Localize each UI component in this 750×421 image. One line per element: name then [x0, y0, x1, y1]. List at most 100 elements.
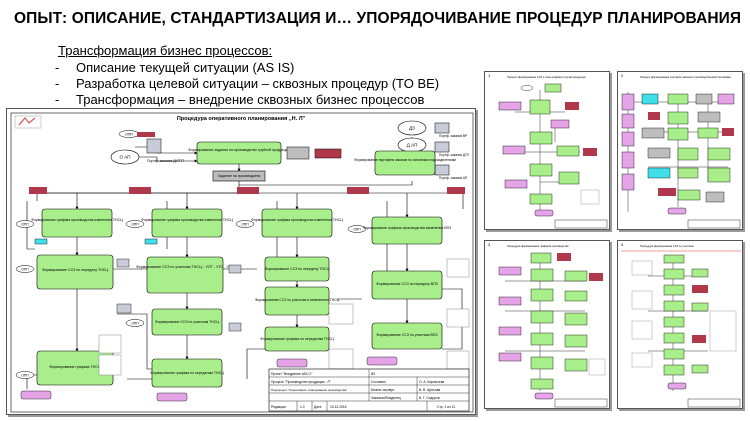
svg-text:Подпроцесс "Оперативное планир: Подпроцесс "Оперативное планирование про… — [271, 388, 347, 392]
bullet-text: Описание текущей ситуации (AS IS) — [76, 60, 295, 75]
white-doc-c2 — [98, 334, 122, 354]
company-logo-icon — [14, 115, 42, 129]
svg-text:ОПП: ОПП — [125, 133, 133, 137]
svg-text:Дата: Дата — [314, 405, 321, 409]
node-f2-label: Формирование графика по переделам ТНСЦ — [150, 371, 224, 375]
white-doc-c4b — [446, 308, 470, 328]
node-c4-label: Формирование графика производства измене… — [363, 226, 452, 230]
node-c4 — [371, 216, 443, 245]
bullet-text: Разработка целевой ситуации – сквозных п… — [76, 76, 440, 91]
svg-text:Проект "Внедрение ASU 2": Проект "Внедрение ASU 2" — [271, 372, 313, 376]
svg-text:ОПП: ОПП — [131, 322, 139, 326]
main-process-diagram: Процедура оперативного планирования „Н. … — [6, 108, 476, 415]
node-d4 — [371, 270, 443, 300]
svg-text:Редакция: Редакция — [271, 405, 286, 409]
node-d4-label: Формирование ССЗ по переделу ВПЗ — [376, 282, 438, 286]
node-e2 — [264, 286, 330, 316]
oval-opp-c2: ОПП — [125, 220, 145, 228]
svg-text:Процедура формирования графико: Процедура формирования графиков производ… — [507, 244, 569, 248]
svg-text:В. В. Щеткова: В. В. Щеткова — [419, 388, 440, 392]
svg-text:ДЗ: ДЗ — [409, 126, 415, 131]
thumbnail-diagram-4: 4 Процедура формирования ССЗ по участкам — [617, 240, 743, 409]
bullet-text: Трансформация – внедрение сквозных бизне… — [76, 92, 425, 107]
doc-stack-2 — [434, 122, 450, 134]
svg-text:1.0: 1.0 — [300, 405, 305, 409]
svg-text:Процедура формирования ССЗ по: Процедура формирования ССЗ по участкам — [640, 244, 694, 248]
node-c3 — [261, 208, 333, 238]
node-f4-label: Формирование ССЗ по участкам ВПЗ — [376, 333, 437, 337]
red-doc-top — [314, 148, 342, 159]
portfolio-2-label: Портф. заказов ВР — [439, 134, 467, 138]
oval-opp-c4: ОПП — [347, 225, 367, 233]
oval-opp-c2b: ОПП — [125, 319, 145, 327]
oval-opp-top: ОПП — [118, 130, 140, 138]
svg-text:Процесс формирования портфеля: Процесс формирования портфеля заказов и … — [640, 75, 731, 79]
node-c1 — [41, 208, 113, 238]
node-mid — [212, 170, 266, 182]
oval-opp-c1: ОПП — [15, 220, 35, 228]
cyan-c2 — [144, 238, 158, 245]
magenta-c1 — [20, 390, 52, 400]
node-c2 — [151, 208, 223, 238]
node-f3-label: Формирование графика по переделам ТНСЦ — [260, 337, 334, 341]
svg-text:ВЗ: ВЗ — [371, 372, 375, 376]
svg-text:3: 3 — [488, 242, 491, 247]
svg-text:Составил: Составил — [371, 380, 386, 384]
svg-text:1: 1 — [488, 73, 491, 78]
node-right — [374, 150, 436, 176]
white-doc-c4c — [446, 350, 470, 370]
node-c3-label: Формирование графика производства измене… — [251, 218, 343, 222]
magenta-c2 — [156, 392, 188, 402]
doc-c1b — [116, 303, 132, 314]
doc-c1a — [116, 258, 130, 268]
node-f2 — [151, 358, 223, 388]
portfolio-4-label: Портф. заказов АП — [439, 176, 468, 180]
svg-text:Стр. 1 из 21: Стр. 1 из 21 — [437, 405, 455, 409]
white-doc-c3a — [328, 303, 354, 325]
svg-text:О АП: О АП — [120, 155, 131, 160]
white-doc-c3b — [328, 348, 354, 370]
node-mid-label: Задание на производство — [217, 174, 260, 178]
svg-text:15.12.2016: 15.12.2016 — [330, 405, 347, 409]
node-top-label: Формирование задания на производство тру… — [188, 148, 289, 152]
node-d1 — [36, 254, 114, 290]
svg-text:Процесс "Производство продукци: Процесс "Производство продукции - Л" — [271, 380, 332, 384]
svg-text:ОПП: ОПП — [21, 223, 29, 227]
magenta-c3 — [276, 358, 308, 368]
doc-stack-4 — [434, 164, 450, 176]
oval-oapi: О АП — [110, 149, 140, 165]
red-input-top — [137, 132, 155, 137]
bullet-as-is: - Описание текущей ситуации (AS IS) — [55, 60, 439, 76]
node-f4 — [371, 322, 443, 350]
node-f3 — [264, 326, 330, 352]
node-d3-label: Формирование ССЗ по переделу ТНСЦ — [265, 267, 330, 271]
bullet-dash: - — [55, 60, 60, 75]
svg-text:О. А. Карпычева: О. А. Карпычева — [419, 380, 444, 384]
node-d1-label: Формирование ССЗ по переделу ТНСЦ — [42, 268, 108, 272]
thumbnail-diagram-3: 3 Процедура формирования графиков произв… — [484, 240, 610, 409]
svg-text:В. Г. Сидоров: В. Г. Сидоров — [419, 396, 440, 400]
doc-c2a — [228, 264, 242, 274]
svg-text:ОПП: ОПП — [21, 268, 29, 272]
slide-subtitle: Трансформация бизнес процессов: — [58, 43, 273, 58]
node-e1 — [151, 308, 223, 336]
white-doc-c1 — [98, 354, 122, 376]
magenta-c4 — [366, 356, 398, 366]
svg-text:4: 4 — [621, 242, 624, 247]
cyan-c1 — [34, 238, 48, 245]
oval-dz: ДЗ — [397, 120, 427, 136]
bullet-transformation: -Трансформация – внедрение сквозных бизн… — [55, 92, 439, 108]
stamp-table: Проект "Внедрение ASU 2" ВЗ Процесс "Про… — [268, 368, 470, 412]
doc-stack-1 — [146, 138, 162, 154]
svg-text:Процесс формирования ССЗ и пла: Процесс формирования ССЗ и план-графика … — [507, 75, 586, 79]
node-c2-label: Формирование графика производства измене… — [141, 218, 233, 222]
gray-doc-top — [286, 146, 310, 160]
node-d2 — [146, 256, 224, 294]
red-headers — [29, 187, 465, 194]
doc-stack-3 — [434, 141, 450, 153]
white-doc-c4a — [446, 258, 470, 278]
slide-title: ОПЫТ: ОПИСАНИЕ, СТАНДАРТИЗАЦИЯ И… УПОРЯД… — [14, 10, 742, 27]
oval-opp-c1b: ОПП — [15, 265, 35, 273]
bullet-dash: - — [55, 76, 60, 91]
node-top — [196, 141, 282, 165]
